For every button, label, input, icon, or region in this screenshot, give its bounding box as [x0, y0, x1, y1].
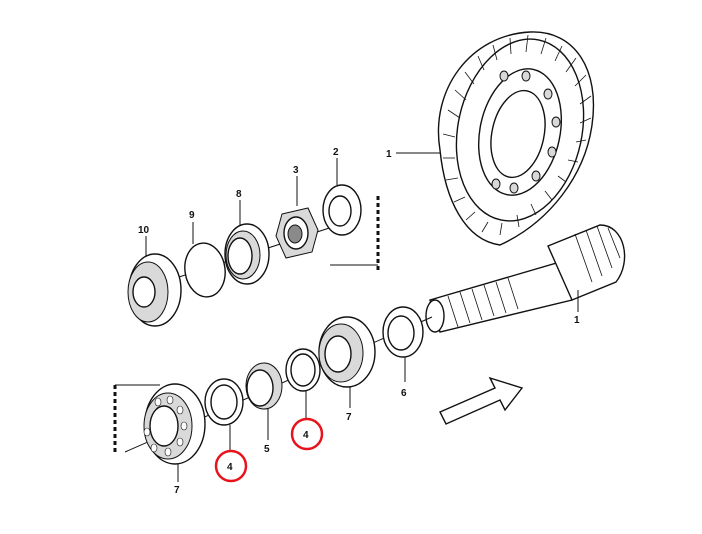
callout-2-shim: 2 — [333, 147, 339, 158]
shim-2 — [322, 184, 362, 236]
shim-6 — [382, 306, 424, 358]
nut-3 — [275, 207, 319, 259]
callout-9-oring: 9 — [189, 210, 195, 221]
spacer-5 — [245, 362, 283, 410]
callout-4-ring-right: 4 — [303, 430, 309, 441]
pinion-shaft — [425, 224, 626, 333]
oring-9 — [184, 242, 226, 298]
highlight-circle-left — [214, 449, 248, 483]
hollow-direction-arrow-icon — [439, 376, 524, 425]
highlight-circle-right — [290, 417, 324, 451]
bearing-7-left — [143, 383, 206, 465]
bearing-7-right — [318, 316, 376, 388]
callout-10-seal: 10 — [138, 225, 150, 236]
callout-1-ring-gear: 1 — [386, 149, 392, 160]
callout-8-cup: 8 — [236, 189, 242, 200]
callout-7-bearing-left: 7 — [174, 485, 180, 496]
cup-8 — [224, 223, 270, 285]
ring-gear — [437, 31, 595, 246]
callout-1-pinion: 1 — [574, 315, 580, 326]
callout-6-shim: 6 — [401, 388, 407, 399]
callout-5-spacer: 5 — [264, 444, 270, 455]
ring-gear-bolt-holes — [491, 70, 561, 194]
ring-4-right — [285, 348, 321, 392]
ring-4-left — [204, 378, 244, 426]
ring-gear-teeth — [442, 34, 592, 236]
callout-7-bearing-right: 7 — [346, 412, 352, 423]
seal-10 — [127, 253, 182, 327]
callout-4-ring-left: 4 — [227, 462, 233, 473]
callout-3-nut: 3 — [293, 165, 299, 176]
